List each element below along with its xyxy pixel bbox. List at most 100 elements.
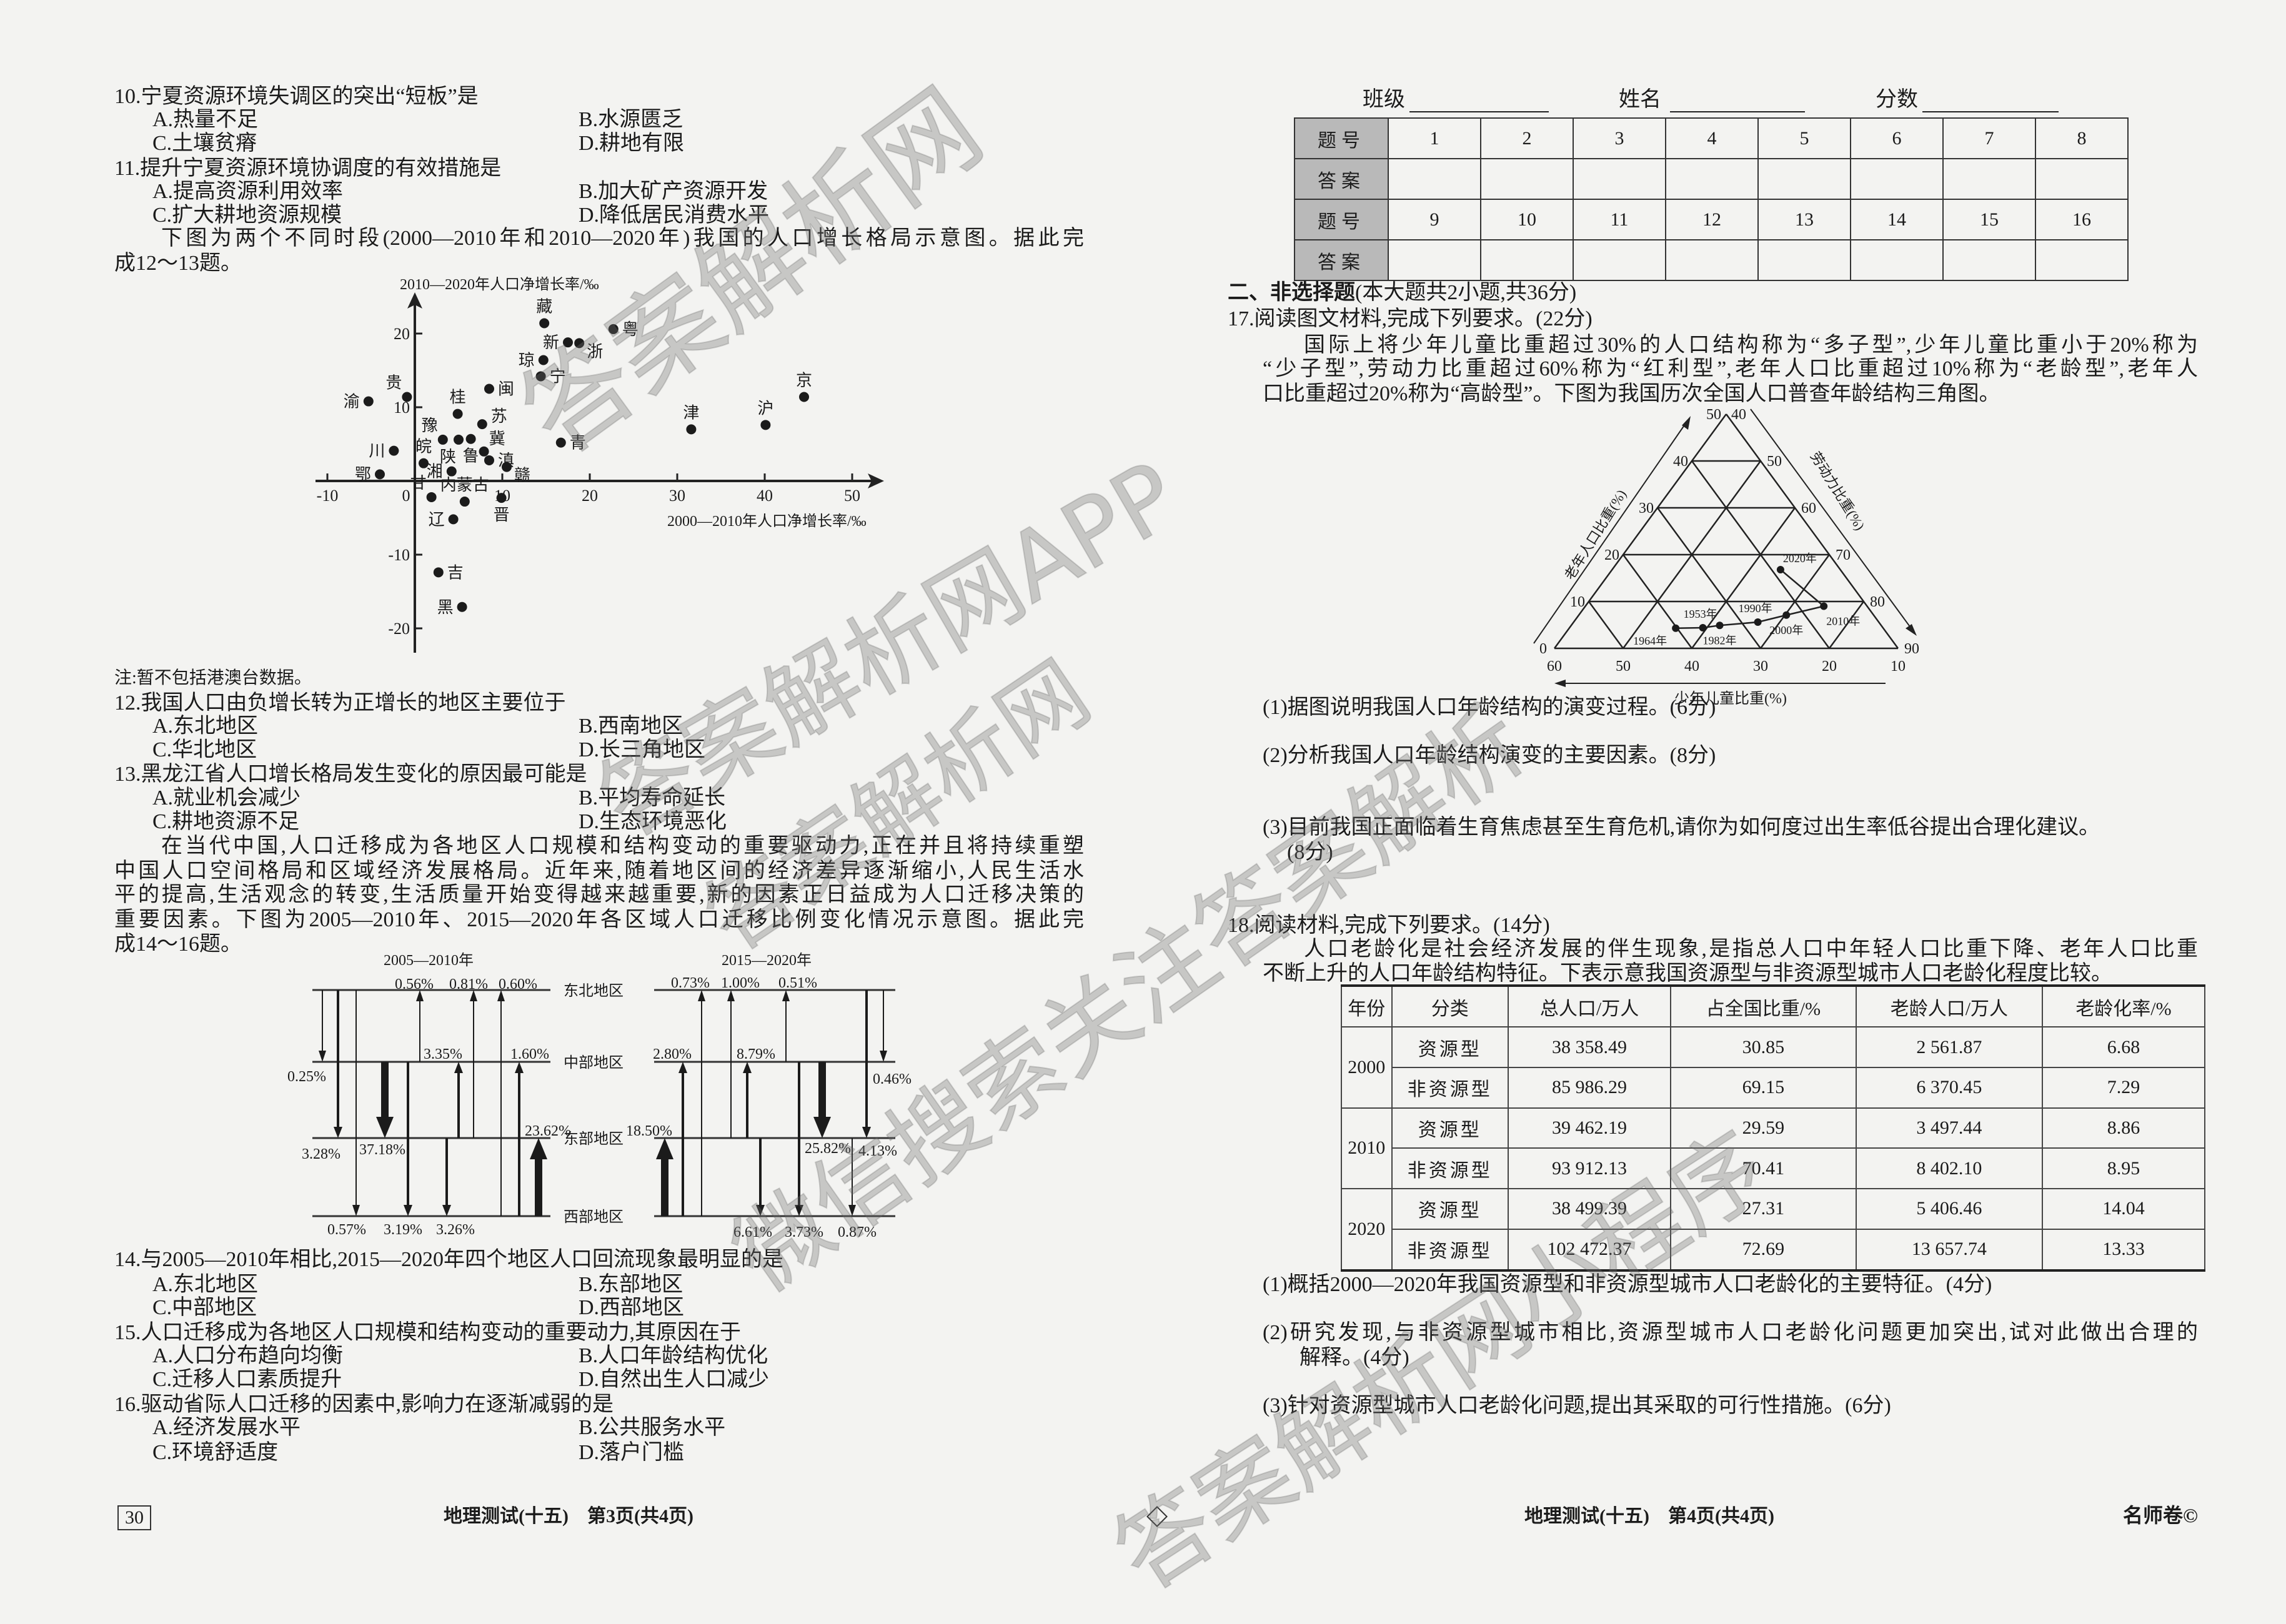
question-10-option-b: B.水源匮乏 xyxy=(579,108,683,131)
question-11-option-c: C.扩大耕地资源规模 xyxy=(152,204,342,227)
point-label: 贵 xyxy=(385,374,402,392)
question-number: 14 xyxy=(1850,199,1944,240)
labor-tick-label: 40 xyxy=(1731,407,1746,423)
question-15-option-a: A.人口分布趋向均衡 xyxy=(152,1344,344,1367)
census-point xyxy=(1699,624,1707,631)
arrowhead-icon xyxy=(656,1138,673,1159)
point-label: 新 xyxy=(543,334,559,352)
value-cell: 5 406.46 xyxy=(1855,1188,2043,1230)
census-point xyxy=(1672,624,1680,632)
question-number: 9 xyxy=(1388,199,1481,240)
answer-cell[interactable] xyxy=(1665,239,1759,281)
answer-cell[interactable] xyxy=(1942,239,2036,281)
intro-12-13-line: 下图为两个不同时段(2000—2010年和2010—2020年)我国的人口增长格… xyxy=(161,227,1084,250)
answer-cell[interactable] xyxy=(1942,158,2036,200)
answer-cell[interactable] xyxy=(1850,239,1944,281)
answer-header: 答案 xyxy=(1294,239,1389,281)
elderly-axis-arrow xyxy=(1533,421,1687,644)
question-13-stem: 13.黑龙江省人口增长格局发生变化的原因最可能是 xyxy=(114,763,587,786)
question-12-option-d: D.长三角地区 xyxy=(579,738,706,761)
answer-cell[interactable] xyxy=(1573,239,1666,281)
census-year-label: 1953年 xyxy=(1684,608,1717,620)
intro-12-13-line: 成12～13题。 xyxy=(114,252,242,275)
value-cell: 13.33 xyxy=(2041,1228,2206,1272)
question-14-option-c: C.中部地区 xyxy=(152,1296,257,1319)
answer-cell[interactable] xyxy=(2035,239,2129,281)
labor-axis-arrow xyxy=(1750,408,1914,631)
census-point xyxy=(1716,621,1724,630)
answer-cell[interactable] xyxy=(2035,158,2129,200)
question-10-option-d: D.耕地有限 xyxy=(579,132,685,155)
data-point xyxy=(446,466,457,477)
y-axis-label: 2010—2020年人口净增长率/‰ xyxy=(400,276,599,293)
column-header: 占全国比重/% xyxy=(1670,984,1857,1028)
diamond-icon xyxy=(1146,1506,1168,1527)
elderly-tick-label: 50 xyxy=(1706,407,1721,423)
question-15-option-c: C.迁移人口素质提升 xyxy=(152,1368,342,1391)
answer-cell[interactable] xyxy=(1850,158,1944,200)
arrowhead-icon xyxy=(1906,624,1917,636)
data-point xyxy=(419,458,429,468)
arrowhead-icon xyxy=(334,1127,342,1138)
answer-cell[interactable] xyxy=(1573,158,1666,200)
point-label: 藏 xyxy=(536,297,552,315)
point-label: 渝 xyxy=(344,393,360,411)
question-17-passage-line: 口比重超过20%称为“高龄型”。下图为我国历次全国人口普查年龄结构三角图。 xyxy=(1263,382,2000,405)
column-header: 老龄化率/% xyxy=(2041,984,2206,1028)
data-point xyxy=(538,355,549,365)
point-label: 辽 xyxy=(429,510,445,528)
question-18-stem: 18.阅读材料,完成下列要求。(14分) xyxy=(1228,914,1550,937)
answer-cell[interactable] xyxy=(1388,239,1481,281)
answer-cell[interactable] xyxy=(1480,239,1574,281)
y-tick-label: -20 xyxy=(388,620,410,638)
region-label: 东北地区 xyxy=(564,983,624,999)
point-label: 晋 xyxy=(494,506,510,524)
value-cell: 8 402.10 xyxy=(1855,1147,2043,1190)
question-14-option-a: A.东北地区 xyxy=(152,1273,259,1296)
value-cell: 93 912.13 xyxy=(1508,1147,1672,1190)
children-tick-label: 30 xyxy=(1753,658,1768,675)
x-axis-arrow-icon xyxy=(868,473,884,488)
point-label: 苏 xyxy=(491,407,507,425)
x-tick-label: -10 xyxy=(317,487,339,505)
point-label: 京 xyxy=(796,371,812,389)
answer-cell[interactable] xyxy=(1480,158,1574,200)
name-field[interactable] xyxy=(1670,111,1805,112)
value-cell: 6 370.45 xyxy=(1855,1066,2043,1109)
census-point xyxy=(1782,611,1791,619)
arrowhead-icon xyxy=(727,990,735,1001)
point-label: 川 xyxy=(369,442,385,460)
labor-axis-title: 劳动力比重(%) xyxy=(1807,449,1868,533)
question-18-sub-2: (2)研究发现,与非资源型城市相比,资源型城市人口老龄化问题更加突出,试对此做出… xyxy=(1263,1321,2198,1344)
data-point xyxy=(535,371,546,382)
point-label: 津 xyxy=(683,404,699,422)
question-number: 10 xyxy=(1480,199,1574,240)
answer-cell[interactable] xyxy=(1757,239,1851,281)
arrowhead-icon xyxy=(470,990,477,1001)
scatter-note: 注:暂不包括港澳台数据。 xyxy=(114,668,312,688)
arrowhead-icon xyxy=(880,1051,887,1062)
answer-cell[interactable] xyxy=(1665,158,1759,200)
point-label: 皖 xyxy=(415,438,432,456)
labor-gridline xyxy=(1691,507,1796,649)
flow-value-label: 3.73% xyxy=(785,1224,823,1240)
intro-14-16-line: 重要因素。下图为2005—2010年、2015—2020年各区域人口迁移比例变化… xyxy=(114,908,1084,931)
answer-cell[interactable] xyxy=(1388,158,1481,200)
category-cell: 非资源型 xyxy=(1391,1228,1509,1272)
data-point xyxy=(484,384,494,394)
question-number-header: 题号 xyxy=(1294,117,1389,159)
question-number: 15 xyxy=(1942,199,2036,240)
question-16-option-c: C.环境舒适度 xyxy=(152,1441,279,1464)
score-field[interactable] xyxy=(1922,111,2059,112)
class-field[interactable] xyxy=(1409,111,1549,112)
data-point xyxy=(563,337,573,348)
question-13-option-b: B.平均寿命延长 xyxy=(579,786,726,810)
watermark: 答案解析网 xyxy=(500,66,1004,479)
flow-value-label: 37.18% xyxy=(359,1142,405,1158)
question-16-option-b: B.公共服务水平 xyxy=(579,1416,726,1439)
children-tick-label: 50 xyxy=(1616,658,1631,675)
answer-cell[interactable] xyxy=(1757,158,1851,200)
y-tick-label: 20 xyxy=(394,325,410,343)
data-point xyxy=(608,324,619,334)
